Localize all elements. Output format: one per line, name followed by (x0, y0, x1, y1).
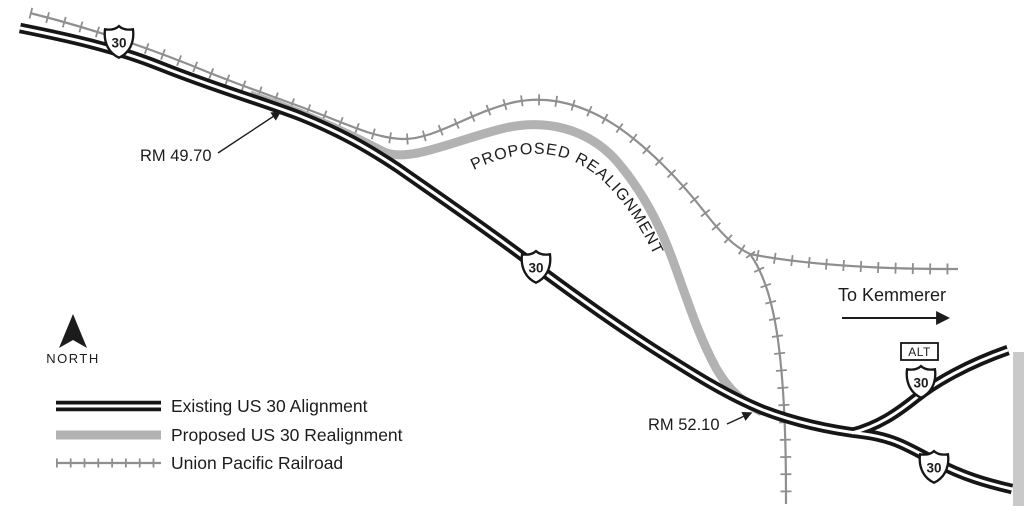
railroad-main-line (29, 11, 959, 271)
legend-item-existing: Existing US 30 Alignment (56, 396, 368, 416)
north-label: NORTH (46, 351, 99, 366)
shield-route-number: 30 (528, 260, 543, 275)
us30-shield-top-left: 30 (103, 24, 135, 59)
existing-us30-road-centerline (19, 26, 1013, 491)
rm-49-70-leader-line (217, 111, 282, 154)
existing-us30-road-casing (18, 22, 1014, 495)
north-indicator: NORTH (46, 314, 99, 366)
north-arrow-icon (59, 314, 87, 348)
proposed-us30-realignment-road (248, 90, 765, 417)
to-kemmerer-callout: To Kemmerer (838, 285, 951, 325)
shield-route-number: 30 (111, 35, 126, 50)
railroad-south-branch (749, 253, 788, 505)
us30-shield-bottom-right: 30 (918, 449, 950, 484)
legend-label-railroad: Union Pacific Railroad (171, 453, 343, 473)
us30-alt-branch-centerline (851, 348, 1009, 435)
shield-route-number: 30 (913, 375, 928, 390)
legend-item-proposed: Proposed US 30 Realignment (56, 425, 403, 445)
alt-banner-box (900, 342, 939, 361)
legend-label-existing: Existing US 30 Alignment (171, 396, 368, 416)
legend-item-railroad: Union Pacific Railroad (56, 453, 343, 473)
existing-us30-alignment (18, 22, 1014, 495)
rm-52-10-callout: RM 52.10 (648, 412, 753, 434)
rm-49-70-label: RM 49.70 (140, 147, 212, 165)
us30-shield-middle: 30 (520, 249, 552, 284)
union-pacific-railroad (28, 7, 959, 505)
rm-52-10-label: RM 52.10 (648, 416, 720, 434)
scan-edge-artifact (1013, 352, 1024, 506)
us30-alt-shield-group: ALT 30 (900, 342, 939, 399)
rm-49-70-callout: RM 49.70 (140, 111, 282, 165)
to-kemmerer-label: To Kemmerer (838, 285, 946, 305)
alt-banner-label: ALT (908, 345, 931, 359)
shield-route-number: 30 (926, 460, 941, 475)
legend: Existing US 30 Alignment Proposed US 30 … (56, 396, 403, 473)
legend-label-proposed: Proposed US 30 Realignment (171, 425, 403, 445)
rm-52-10-leader-line (726, 412, 753, 425)
